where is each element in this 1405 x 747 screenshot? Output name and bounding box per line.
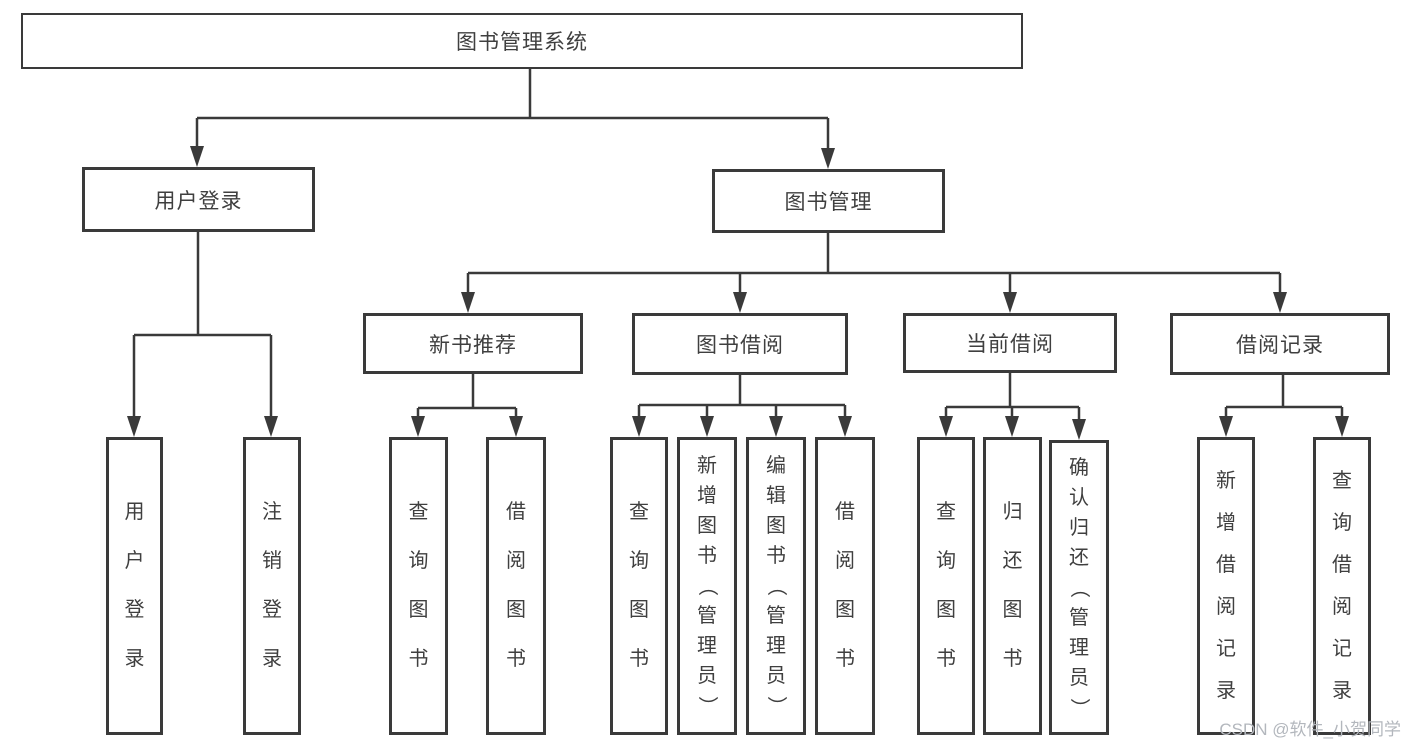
leaf-borrow-books: 借阅图书: [815, 437, 875, 735]
leaf-user-login: 用户登录: [106, 437, 163, 735]
node-borrow-records: 借阅记录: [1170, 313, 1390, 375]
leaf-add-books-admin: 新增图书（管理员）: [677, 437, 737, 735]
leaf-edit-books-admin: 编辑图书（管理员）: [746, 437, 806, 735]
leaf-query-books-current: 查询图书: [917, 437, 975, 735]
leaf-return-books: 归还图书: [983, 437, 1042, 735]
leaf-confirm-return-admin: 确认归还（管理员）: [1049, 440, 1109, 735]
leaf-add-borrow-record: 新增借阅记录: [1197, 437, 1255, 735]
node-new-book-recommend: 新书推荐: [363, 313, 583, 374]
leaf-query-books-borrow: 查询图书: [610, 437, 668, 735]
node-book-management-module: 图书管理: [712, 169, 945, 233]
node-book-borrow: 图书借阅: [632, 313, 848, 375]
leaf-borrow-books-recommend: 借阅图书: [486, 437, 546, 735]
node-user-login-module: 用户登录: [82, 167, 315, 232]
leaf-query-borrow-record: 查询借阅记录: [1313, 437, 1371, 735]
leaf-logout: 注销登录: [243, 437, 301, 735]
node-root-system: 图书管理系统: [21, 13, 1023, 69]
csdn-watermark: CSDN @软件_小贺同学: [1219, 720, 1401, 739]
node-current-borrow: 当前借阅: [903, 313, 1117, 373]
leaf-query-books-recommend: 查询图书: [389, 437, 448, 735]
